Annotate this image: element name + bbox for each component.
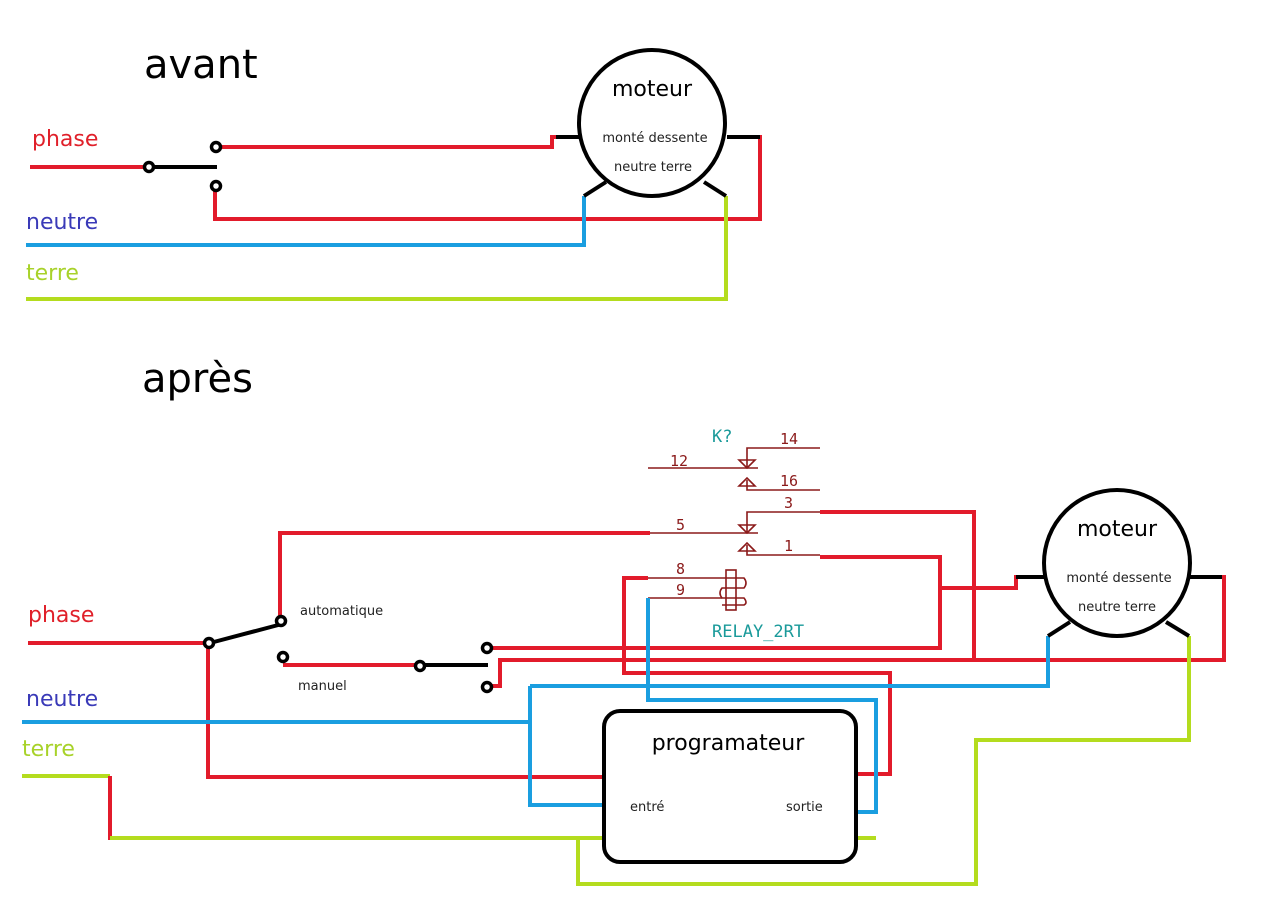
programmer-title: programateur: [652, 731, 805, 756]
manual-common-terminal: [413, 659, 427, 673]
after-motor-title: moteur: [1077, 517, 1158, 542]
after-wires: [22, 510, 1226, 886]
manual-updown-switch[interactable]: [413, 641, 494, 694]
before-label-neutre: neutre: [26, 210, 98, 235]
before-neutre-wire: [26, 196, 586, 247]
switch-common-terminal: [142, 160, 156, 174]
selector-common-terminal: [202, 636, 216, 650]
before-title: avant: [144, 42, 258, 88]
before-switch: [142, 140, 223, 193]
before-label-phase: phase: [32, 127, 98, 152]
programmer-input-label: entré: [630, 800, 664, 815]
relay-ref: K?: [712, 427, 732, 447]
pin-12: 12: [670, 452, 688, 470]
motor-circle: [577, 48, 727, 198]
coil-phase-wire: [622, 576, 892, 776]
before-terre-wire: [26, 196, 728, 301]
before-motor-line2: neutre terre: [614, 160, 692, 175]
selector-lever: [209, 622, 283, 645]
pin-1: 1: [784, 537, 793, 555]
manual-down-terminal: [480, 680, 494, 694]
pin-5: 5: [676, 516, 685, 534]
after-label-neutre: neutre: [26, 687, 98, 712]
after-motor-line2: neutre terre: [1078, 600, 1156, 615]
pin-3: 3: [784, 494, 793, 512]
pin-8: 8: [676, 560, 685, 578]
after-motor-line1: monté dessente: [1066, 571, 1171, 586]
before-motor-line1: monté dessente: [602, 131, 707, 146]
relay3-wire: [820, 510, 976, 660]
before-label-terre: terre: [26, 261, 79, 286]
relay-value: RELAY_2RT: [712, 622, 804, 642]
selector-manual-label: manuel: [298, 679, 347, 694]
pin-14: 14: [780, 430, 798, 448]
phase-to-programmer-wire: [206, 645, 604, 779]
manual-up-terminal: [480, 641, 494, 655]
manual-up-wire: [488, 555, 942, 650]
before-motor-title: moteur: [612, 77, 693, 102]
coil-neutre-wire: [646, 598, 878, 814]
switch-up-terminal: [209, 140, 223, 154]
after-motor: moteur monté dessente neutre terre: [1016, 488, 1222, 638]
switch-down-terminal: [209, 179, 223, 193]
neutre-to-motor-wire: [530, 636, 1050, 688]
relay-symbol: K? 12 14 16 5 3 1 8 9 RELAY_2RT: [648, 427, 820, 642]
pin-16: 16: [780, 472, 798, 490]
auto-to-relay-wire: [278, 531, 650, 620]
selector-auto-label: automatique: [300, 604, 383, 619]
after-label-phase: phase: [28, 603, 94, 628]
before-motor: moteur monté dessente neutre terre: [556, 48, 760, 198]
selector-manual-terminal: [276, 650, 290, 664]
selector-switch[interactable]: automatique manuel: [202, 604, 384, 694]
pin-9: 9: [676, 581, 685, 599]
motor-circle: [1042, 488, 1192, 638]
selector-auto-terminal: [274, 614, 288, 628]
terre-to-motor-wire: [576, 636, 1191, 886]
programmer-box: [602, 709, 858, 864]
after-label-terre: terre: [22, 737, 75, 762]
before-up-wire: [217, 135, 580, 149]
after-title: après: [142, 356, 253, 402]
programmer-output-label: sortie: [786, 800, 823, 815]
programmer: programateur entré sortie: [602, 709, 858, 864]
neutre-to-programmer-wire: [528, 686, 604, 807]
